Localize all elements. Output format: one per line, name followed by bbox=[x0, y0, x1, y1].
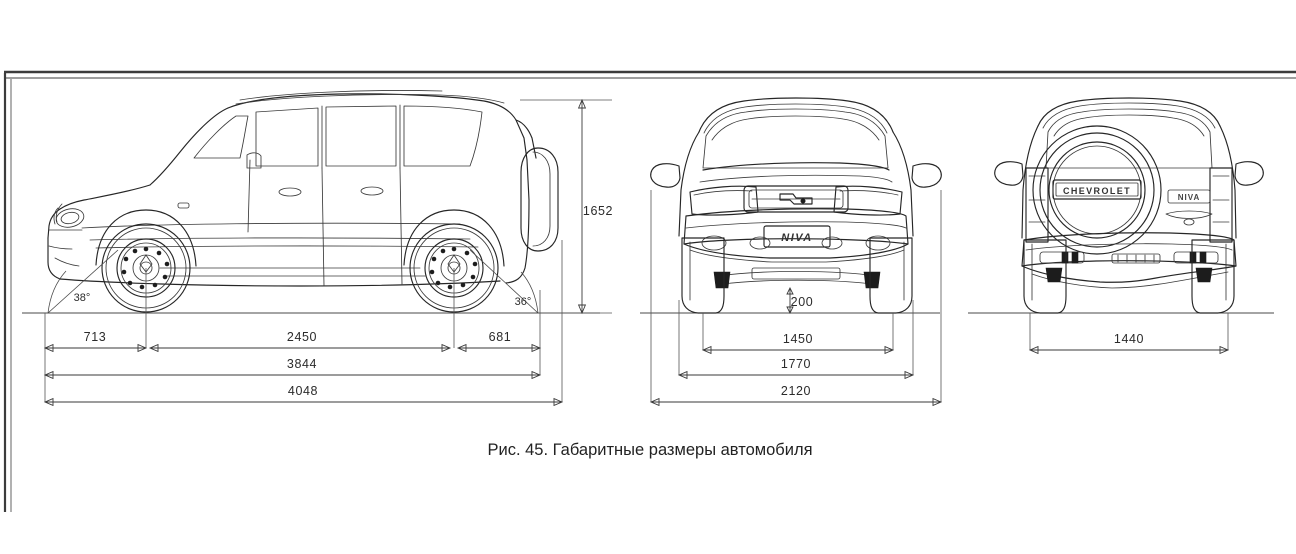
dim-front-track: 1450 bbox=[701, 332, 895, 355]
dim-body-length: 3844 bbox=[43, 357, 542, 380]
figure-caption: Рис. 45. Габаритные размеры автомобиля bbox=[487, 441, 812, 459]
rear-overhang-label: 681 bbox=[489, 330, 512, 344]
front-wheel-bolts bbox=[121, 246, 170, 290]
front-track-label: 1450 bbox=[783, 332, 813, 346]
rear-view: CHEVROLET NIVA bbox=[968, 97, 1274, 355]
side-view: 38° 36° 1652 bbox=[22, 90, 613, 407]
side-view-vehicle-outline bbox=[47, 90, 559, 287]
approach-angle-label: 38° bbox=[74, 292, 91, 304]
approach-angle-marker: 38° bbox=[47, 249, 119, 314]
width-with-mirrors-label: 2120 bbox=[781, 384, 811, 398]
front-view-vehicle-outline: NIVA bbox=[650, 97, 942, 314]
side-front-wheel bbox=[101, 223, 191, 313]
overall-length-label: 4048 bbox=[288, 384, 318, 398]
ground-clearance-label: 200 bbox=[791, 295, 814, 309]
spare-cover-badge: CHEVROLET bbox=[1063, 186, 1131, 196]
side-door-handles bbox=[278, 186, 384, 197]
dim-row-segments: 713 2450 681 bbox=[43, 330, 542, 353]
body-width-label: 1770 bbox=[781, 357, 811, 371]
side-extension-lines bbox=[44, 240, 563, 402]
front-extension-lines bbox=[650, 190, 942, 402]
dim-body-width: 1770 bbox=[677, 357, 915, 380]
spare-wheel-cover: CHEVROLET bbox=[1032, 125, 1162, 255]
rear-wheel-bolts bbox=[429, 246, 478, 290]
page-border bbox=[3, 70, 1296, 512]
departure-angle-label: 36° bbox=[515, 296, 532, 308]
front-view: NIVA bbox=[640, 97, 943, 407]
rear-view-vehicle-outline: CHEVROLET NIVA bbox=[994, 97, 1264, 314]
front-plate-badge: NIVA bbox=[781, 232, 812, 244]
dim-ground-clearance: 200 bbox=[786, 286, 814, 315]
dim-rear-track: 1440 bbox=[1028, 332, 1230, 355]
rear-bumper-slats bbox=[1117, 254, 1155, 263]
rear-track-label: 1440 bbox=[1114, 332, 1144, 346]
front-overhang-label: 713 bbox=[84, 330, 107, 344]
overall-height-label: 1652 bbox=[583, 204, 613, 218]
dim-width-with-mirrors: 2120 bbox=[649, 384, 943, 407]
chevrolet-bowtie-icon bbox=[779, 193, 813, 205]
dim-overall-height: 1652 bbox=[520, 98, 613, 315]
rear-extension-lines bbox=[1029, 313, 1229, 350]
rear-model-badge-text: NIVA bbox=[1178, 193, 1201, 202]
departure-angle-marker: 36° bbox=[469, 249, 539, 314]
wheelbase-label: 2450 bbox=[287, 330, 317, 344]
dim-overall-length: 4048 bbox=[43, 384, 564, 407]
rear-model-badge: NIVA bbox=[1167, 189, 1211, 204]
body-length-label: 3844 bbox=[287, 357, 317, 371]
